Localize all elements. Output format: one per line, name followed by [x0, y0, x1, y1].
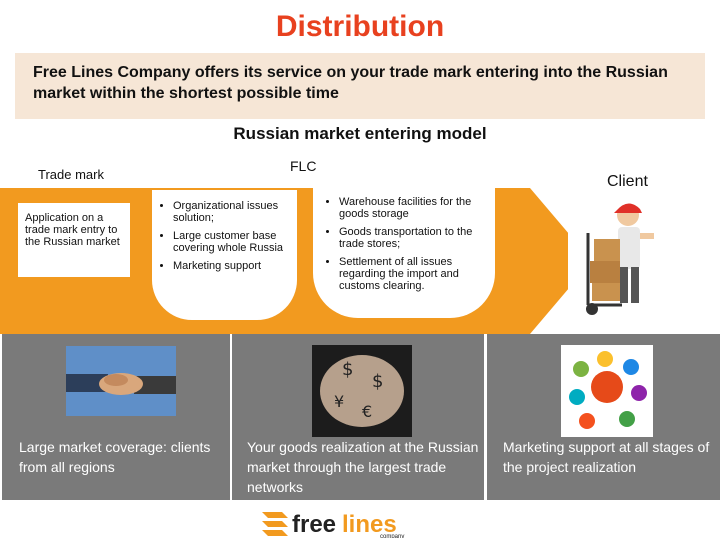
- logo-word-company: company: [380, 534, 404, 538]
- coverage-text: Large market coverage: clients from all …: [19, 437, 224, 477]
- handshake-icon: [66, 346, 176, 416]
- flc-service-item: Large customer base covering whole Russi…: [173, 230, 297, 254]
- logo-arrows-icon: free lines company: [262, 508, 412, 538]
- flc-logistics-item: Settlement of all issues regarding the i…: [339, 256, 495, 292]
- free-lines-logo: free lines company: [262, 508, 412, 543]
- intro-text: Free Lines Company offers its service on…: [33, 62, 693, 104]
- trade-mark-box: Application on a trade mark entry to the…: [18, 203, 130, 277]
- marketing-icons-icon: [561, 345, 653, 437]
- flc-logistics-item: Warehouse facilities for the goods stora…: [339, 196, 495, 220]
- flc-label: FLC: [290, 158, 316, 174]
- flc-service-item: Organizational issues solution;: [173, 200, 297, 224]
- svg-text:¥: ¥: [334, 392, 344, 411]
- currency-hands-icon: $ $ ¥ €: [312, 345, 412, 437]
- marketing-text: Marketing support at all stages of the p…: [503, 437, 715, 477]
- model-title: Russian market entering model: [0, 124, 720, 144]
- flc-service-item: Marketing support: [173, 260, 297, 272]
- svg-text:$: $: [342, 359, 353, 380]
- flc-services-box: Organizational issues solution; Large cu…: [152, 190, 297, 320]
- flc-logistics-box: Warehouse facilities for the goods stora…: [313, 188, 495, 318]
- svg-text:€: €: [362, 402, 372, 421]
- flc-logistics-item: Goods transportation to the trade stores…: [339, 226, 495, 250]
- svg-text:$: $: [372, 371, 383, 392]
- trade-mark-text: Application on a trade mark entry to the…: [18, 203, 130, 248]
- realization-text: Your goods realization at the Russian ma…: [247, 437, 479, 497]
- page-title: Distribution: [0, 10, 720, 44]
- delivery-man-icon: [568, 193, 673, 323]
- client-illustration: [568, 193, 673, 323]
- logo-word-free: free: [292, 511, 336, 538]
- trade-mark-label: Trade mark: [38, 167, 104, 182]
